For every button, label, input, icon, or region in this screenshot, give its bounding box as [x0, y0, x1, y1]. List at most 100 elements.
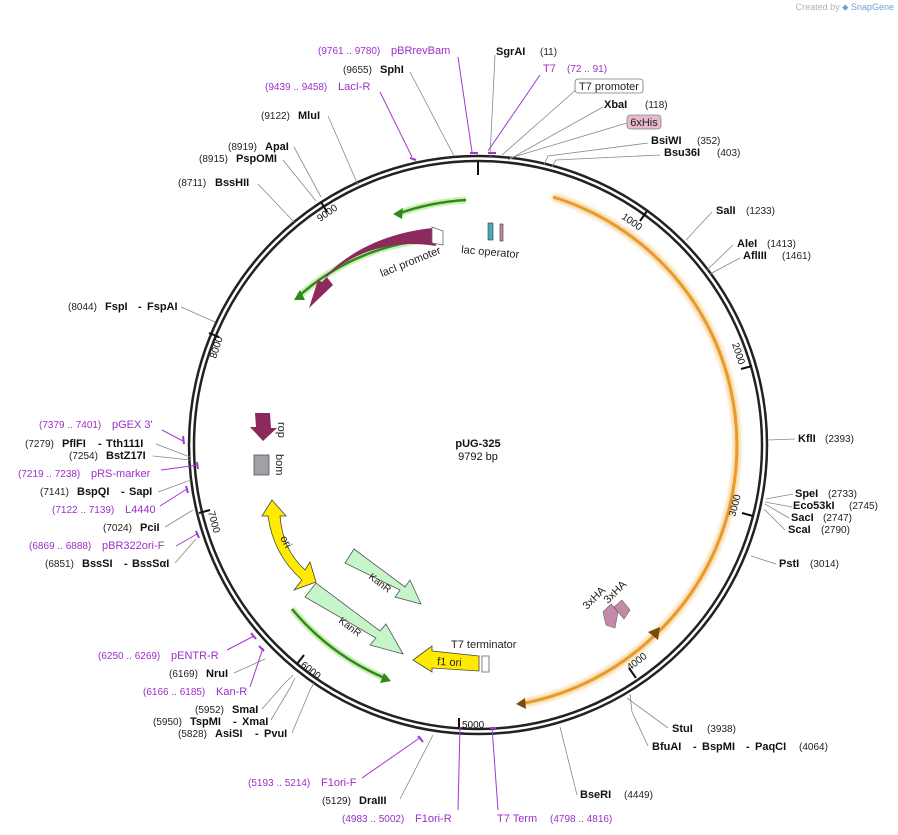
svg-text:-: -: [138, 301, 142, 313]
site-fspi: (8044) FspI - FspAI: [68, 301, 178, 313]
svg-text:-: -: [746, 741, 750, 753]
svg-text:-: -: [98, 438, 102, 450]
site-apai: (8919) ApaI: [228, 141, 289, 153]
svg-text:(4798 .. 4816): (4798 .. 4816): [550, 814, 612, 825]
svg-text:(7141): (7141): [40, 487, 69, 498]
svg-text:(2745): (2745): [849, 501, 878, 512]
site-saci: SacI (2747): [791, 512, 852, 524]
svg-text:Bsu36I: Bsu36I: [664, 147, 700, 159]
svg-text:T7: T7: [543, 63, 556, 75]
primer-pbr322ori-f: (6869 .. 6888) pBR322ori-F: [29, 540, 165, 552]
svg-text:BspMI: BspMI: [702, 741, 735, 753]
svg-text:(8711): (8711): [178, 178, 206, 189]
bom-feature: bom: [253, 454, 285, 475]
tick-label-5000: 5000: [462, 720, 485, 731]
svg-text:BspQI: BspQI: [77, 486, 109, 498]
svg-text:(2393): (2393): [825, 434, 854, 445]
svg-text:FspI: FspI: [105, 301, 128, 313]
svg-text:F1ori-F: F1ori-F: [321, 777, 357, 789]
svg-text:(5129): (5129): [322, 796, 351, 807]
svg-text:BssHII: BssHII: [215, 177, 249, 189]
svg-text:BseRI: BseRI: [580, 789, 611, 801]
svg-text:BssSI: BssSI: [82, 558, 113, 570]
t7-terminator-icon: [481, 655, 490, 673]
svg-text:MluI: MluI: [298, 110, 320, 122]
svg-text:(72 .. 91): (72 .. 91): [567, 64, 607, 75]
svg-text:PstI: PstI: [779, 558, 799, 570]
svg-text:(6851): (6851): [45, 559, 74, 570]
bom-label: bom: [273, 454, 285, 475]
site-scai: ScaI (2790): [788, 524, 850, 536]
svg-text:SpeI: SpeI: [795, 488, 818, 500]
svg-text:(118): (118): [645, 100, 668, 111]
site-nrui: (6169) NruI: [169, 668, 228, 680]
svg-text:(7219 .. 7238): (7219 .. 7238): [18, 469, 80, 480]
svg-text:Tth111I: Tth111I: [106, 438, 143, 450]
svg-text:(6166 .. 6185): (6166 .. 6185): [143, 687, 205, 698]
backbone: [187, 154, 769, 736]
svg-text:Kan-R: Kan-R: [216, 686, 247, 698]
svg-text:-: -: [124, 558, 128, 570]
svg-text:AleI: AleI: [737, 238, 757, 250]
primer-f1ori-r: (4983 .. 5002) F1ori-R: [342, 813, 452, 825]
svg-text:FspAI: FspAI: [147, 301, 178, 313]
site-smai: (5952) SmaI: [195, 704, 258, 716]
svg-text:SgrAI: SgrAI: [496, 46, 525, 58]
svg-text:TspMI: TspMI: [190, 716, 221, 728]
svg-text:(7279): (7279): [25, 439, 54, 450]
svg-text:(11): (11): [540, 47, 557, 58]
site-tspmi: (5950) TspMI - XmaI: [153, 716, 268, 728]
svg-text:(7254): (7254): [69, 451, 98, 462]
site-eco53ki: Eco53kI (2745): [793, 500, 878, 512]
lac-operator-label: lac operator: [461, 244, 520, 261]
svg-text:SphI: SphI: [380, 64, 404, 76]
svg-text:ScaI: ScaI: [788, 524, 811, 536]
site-sphi: (9655) SphI: [343, 64, 404, 76]
site-sali: SalI (1233): [716, 205, 775, 217]
svg-text:KflI: KflI: [798, 433, 816, 445]
site-pcii: (7024) PciI: [103, 522, 160, 534]
svg-text:(9122): (9122): [261, 111, 290, 122]
svg-text:pENTR-R: pENTR-R: [171, 650, 219, 662]
svg-text:SapI: SapI: [129, 486, 152, 498]
svg-text:PciI: PciI: [140, 522, 160, 534]
primer-leaders: [159, 56, 541, 811]
svg-text:PspOMI: PspOMI: [236, 153, 277, 165]
svg-text:-: -: [233, 716, 237, 728]
svg-text:(6250 .. 6269): (6250 .. 6269): [98, 651, 160, 662]
svg-text:(1233): (1233): [746, 206, 775, 217]
plasmid-name: pUG-325: [455, 438, 500, 450]
svg-text:pBR322ori-F: pBR322ori-F: [102, 540, 165, 552]
svg-text:(5193 .. 5214): (5193 .. 5214): [248, 778, 310, 789]
svg-text:AsiSI: AsiSI: [215, 728, 243, 740]
svg-text:StuI: StuI: [672, 723, 693, 735]
plasmid-size: 9792 bp: [458, 451, 498, 463]
laci-promoter-icon: [431, 226, 444, 246]
svg-text:(7122 .. 7139): (7122 .. 7139): [52, 505, 114, 516]
primer-t7: T7 (72 .. 91): [543, 63, 607, 75]
primer-f1ori-f: (5193 .. 5214) F1ori-F: [248, 777, 357, 789]
primer-pbrrevbam: (9761 .. 9780) pBRrevBam: [318, 45, 450, 57]
ha2-label: 3xHA: [602, 578, 630, 606]
svg-text:(9439 .. 9458): (9439 .. 9458): [265, 82, 327, 93]
svg-text:-: -: [693, 741, 697, 753]
site-sgrai: SgrAI (11): [496, 46, 557, 58]
site-aflii: AflIII (1461): [743, 250, 811, 262]
svg-text:(2790): (2790): [821, 525, 850, 536]
lac-operator-feature: lac operator: [461, 222, 520, 261]
svg-text:(6169): (6169): [169, 669, 198, 680]
svg-text:(8915): (8915): [199, 154, 228, 165]
tick-label-9000: 9000: [315, 202, 340, 224]
svg-text:BfuAI: BfuAI: [652, 741, 681, 753]
svg-text:DraIII: DraIII: [359, 795, 387, 807]
svg-text:(7024): (7024): [103, 523, 132, 534]
his-box: 6xHis: [509, 114, 662, 159]
ori-feature: ori: [261, 499, 317, 591]
svg-text:SalI: SalI: [716, 205, 736, 217]
site-bsssi: (6851) BssSI - BssSαI: [45, 558, 169, 570]
svg-text:(6869 .. 6888): (6869 .. 6888): [29, 541, 91, 552]
svg-text:pRS-marker: pRS-marker: [91, 468, 151, 480]
site-kfli: KflI (2393): [798, 433, 854, 445]
t7-promoter-box: T7 promoter: [501, 78, 644, 156]
